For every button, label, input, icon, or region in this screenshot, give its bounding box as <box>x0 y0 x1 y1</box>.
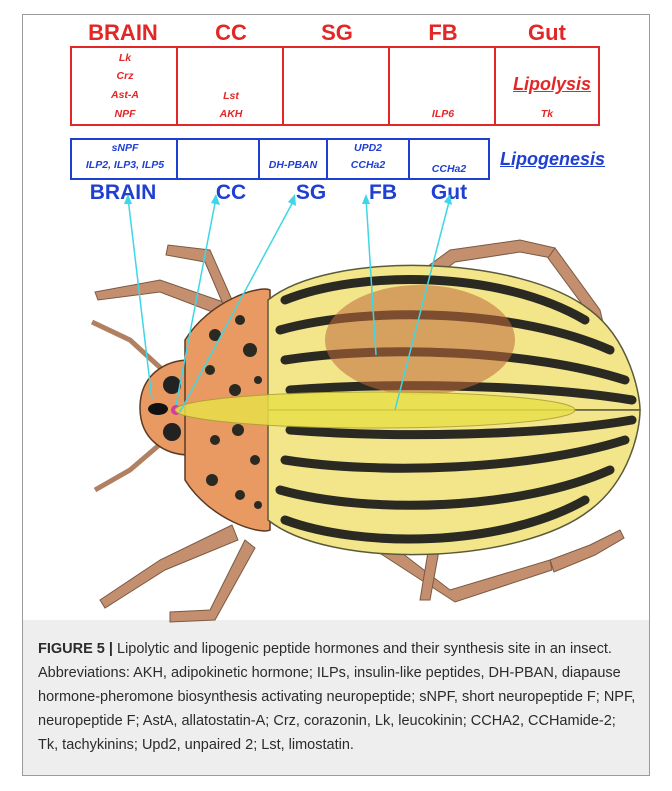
brain-spot <box>148 403 168 415</box>
hind-leg-lower <box>550 530 624 572</box>
antenna-lower <box>95 440 165 490</box>
eye-icon <box>163 423 181 441</box>
figure-caption: FIGURE 5 | Lipolytic and lipogenic pepti… <box>38 637 638 757</box>
pointer-brain <box>128 198 152 400</box>
caption-text: Lipolytic and lipogenic peptide hormones… <box>38 641 635 753</box>
antenna-upper <box>92 322 165 372</box>
fat-body <box>325 285 515 395</box>
caption-label: FIGURE 5 | <box>38 641 113 657</box>
gut <box>175 392 575 428</box>
pointer-arrowheads <box>124 194 452 206</box>
